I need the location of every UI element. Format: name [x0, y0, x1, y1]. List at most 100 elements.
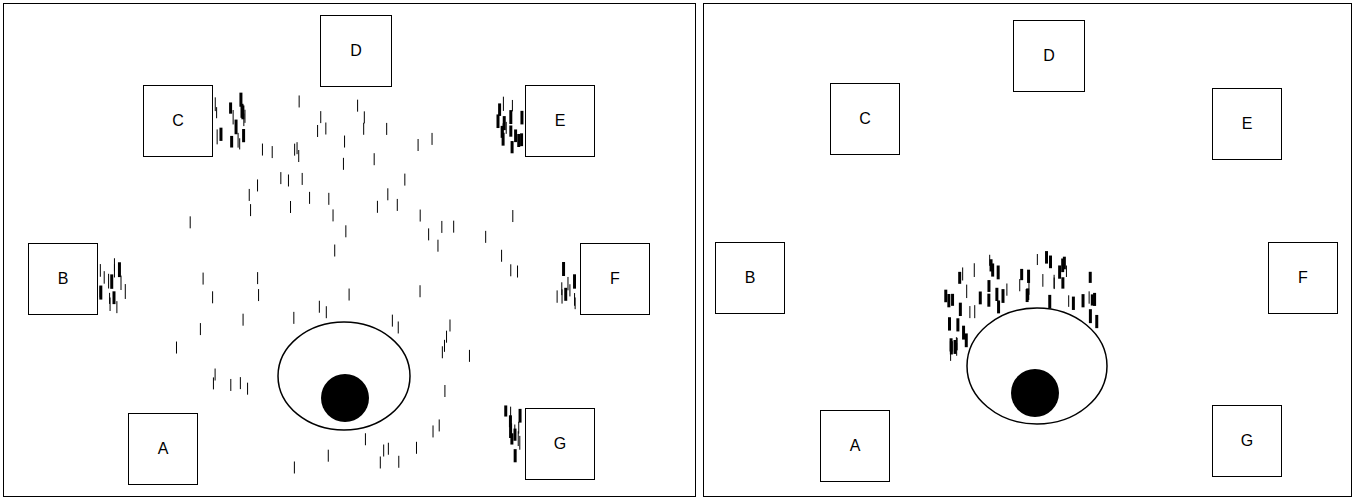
- box-letter: A: [850, 437, 861, 455]
- box-letter: B: [58, 270, 69, 288]
- tick-mark: [1054, 278, 1055, 290]
- box-letter: G: [1241, 432, 1253, 450]
- tick-mark: [328, 193, 329, 205]
- eye-pupil: [1011, 369, 1059, 417]
- tick-mark: [280, 172, 281, 184]
- tick-mark: [404, 174, 405, 186]
- eye-pupil: [321, 374, 369, 422]
- tick-mark: [418, 139, 419, 151]
- tick-mark: [433, 425, 434, 437]
- tick-mark: [1051, 256, 1052, 267]
- tick-mark: [974, 263, 975, 277]
- box-letter: C: [172, 112, 184, 130]
- tick-mark: [561, 282, 562, 295]
- tick-mark: [299, 95, 300, 107]
- tick-mark: [520, 111, 523, 125]
- tick-mark: [240, 104, 243, 118]
- tick-mark: [380, 456, 381, 468]
- eye-outline: [278, 322, 410, 430]
- tick-mark: [398, 321, 399, 333]
- tick-mark: [200, 323, 201, 335]
- tick-mark: [503, 116, 506, 130]
- tick-mark: [229, 102, 232, 113]
- tick-mark: [294, 461, 295, 473]
- tick-mark: [1058, 265, 1061, 278]
- tick-mark: [562, 262, 565, 276]
- tick-mark: [506, 122, 507, 134]
- tick-mark: [501, 250, 502, 262]
- tick-mark: [333, 209, 334, 221]
- tick-mark: [345, 225, 346, 237]
- tick-marks: [100, 93, 1097, 474]
- tick-mark: [116, 301, 117, 313]
- box-letter: E: [555, 112, 566, 130]
- tick-mark: [344, 136, 345, 148]
- tick-mark: [215, 369, 216, 381]
- tick-mark: [428, 228, 429, 240]
- tick-mark: [444, 340, 445, 352]
- tick-mark: [569, 284, 570, 296]
- tick-mark: [987, 280, 990, 292]
- tick-mark: [217, 129, 218, 144]
- tick-mark: [216, 107, 217, 118]
- tick-mark: [239, 138, 240, 149]
- tick-mark: [969, 306, 970, 318]
- tick-mark: [509, 125, 512, 136]
- tick-mark: [1001, 289, 1004, 303]
- tick-mark: [485, 231, 486, 243]
- tick-mark: [238, 133, 239, 148]
- tick-mark: [954, 340, 957, 354]
- tick-mark: [100, 286, 101, 297]
- tick-mark: [1089, 309, 1092, 323]
- tick-mark: [517, 266, 518, 278]
- tick-mark: [349, 289, 350, 301]
- tick-mark: [230, 379, 231, 391]
- tick-mark: [334, 245, 335, 257]
- tick-mark: [328, 450, 329, 462]
- tick-mark: [518, 431, 519, 446]
- tick-mark: [420, 210, 421, 222]
- tick-mark: [262, 144, 263, 156]
- tick-mark: [112, 291, 115, 304]
- tick-mark: [258, 289, 259, 301]
- tick-mark: [215, 97, 216, 111]
- tick-mark: [1048, 295, 1051, 309]
- letter-box: G: [525, 408, 595, 480]
- tick-mark: [230, 136, 233, 148]
- tick-mark: [444, 385, 445, 397]
- tick-mark: [290, 201, 291, 213]
- tick-mark: [951, 294, 954, 306]
- letter-box: D: [320, 15, 392, 87]
- tick-mark: [510, 264, 511, 276]
- tick-mark: [944, 290, 947, 303]
- tick-mark: [203, 273, 204, 285]
- tick-mark: [498, 103, 501, 116]
- tick-mark: [319, 301, 320, 313]
- tick-mark: [1020, 269, 1023, 280]
- tick-mark: [987, 294, 990, 307]
- tick-mark: [363, 123, 364, 135]
- tick-mark: [509, 110, 512, 124]
- tick-mark: [947, 294, 950, 307]
- tick-mark: [288, 174, 289, 186]
- tick-mark: [387, 188, 388, 200]
- tick-mark: [249, 189, 250, 201]
- tick-mark: [377, 201, 378, 213]
- box-letter: F: [1298, 269, 1308, 287]
- tick-mark: [1054, 275, 1055, 289]
- tick-mark: [250, 204, 251, 216]
- box-letter: F: [610, 270, 620, 288]
- tick-mark: [519, 436, 520, 450]
- tick-mark: [374, 153, 375, 165]
- tick-mark: [573, 274, 576, 288]
- tick-mark: [213, 377, 214, 389]
- tick-mark: [517, 134, 520, 147]
- tick-mark: [510, 407, 511, 422]
- tick-mark: [317, 125, 318, 137]
- tick-mark: [125, 284, 126, 299]
- tick-mark: [1037, 254, 1038, 265]
- tick-mark: [242, 129, 245, 142]
- tick-mark: [272, 146, 273, 158]
- tick-mark: [950, 338, 953, 351]
